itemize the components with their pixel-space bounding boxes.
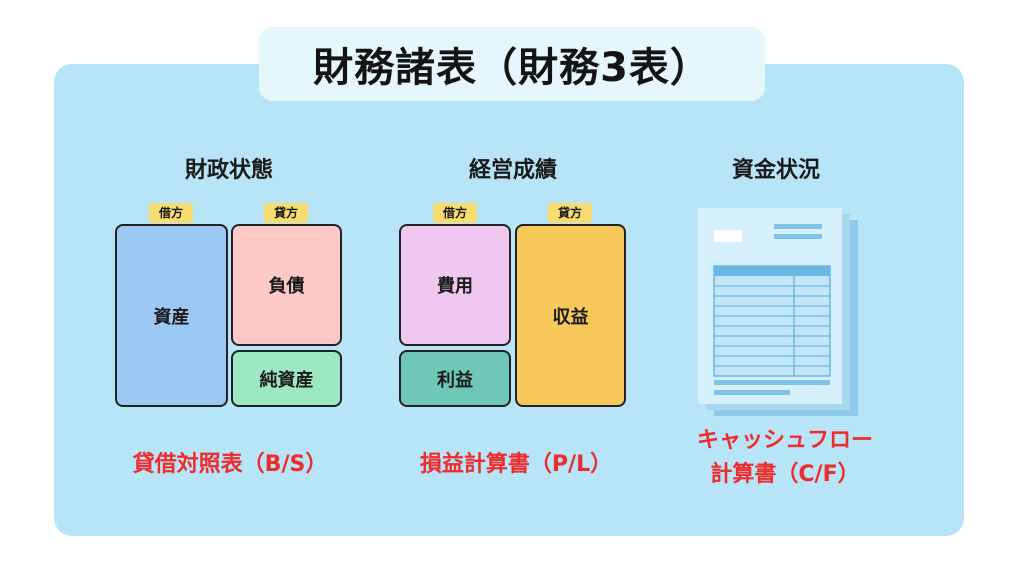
revenue-box: 収益 — [515, 224, 626, 407]
document-stack-icon — [698, 208, 858, 416]
expense-box: 費用 — [399, 224, 511, 346]
income-statement-heading: 経営成績 — [468, 158, 557, 183]
doc-table — [713, 265, 831, 377]
cash-flow-caption-line1: キャッシュフロー — [696, 428, 873, 453]
balance-sheet-heading: 財政状態 — [184, 158, 273, 183]
pl-credit-tag: 貸方 — [548, 203, 592, 223]
cash-flow-heading: 資金状況 — [731, 158, 820, 183]
doc-header-block — [714, 230, 742, 242]
cash-flow-caption: キャッシュフロー 計算書（C/F） — [670, 424, 900, 492]
bs-credit-tag: 貸方 — [264, 203, 308, 223]
cash-flow-caption-line2: 計算書（C/F） — [710, 462, 860, 487]
liability-box: 負債 — [231, 224, 342, 346]
pl-debit-tag: 借方 — [433, 203, 477, 223]
profit-box: 利益 — [399, 350, 511, 407]
income-statement-caption: 損益計算書（P/L） — [419, 452, 613, 477]
bs-debit-tag: 借方 — [149, 203, 193, 223]
equity-box: 純資産 — [231, 350, 342, 407]
asset-box: 資産 — [115, 224, 228, 407]
page-title: 財務諸表（財務3表） — [259, 27, 765, 101]
balance-sheet-caption: 貸借対照表（B/S） — [132, 452, 328, 477]
